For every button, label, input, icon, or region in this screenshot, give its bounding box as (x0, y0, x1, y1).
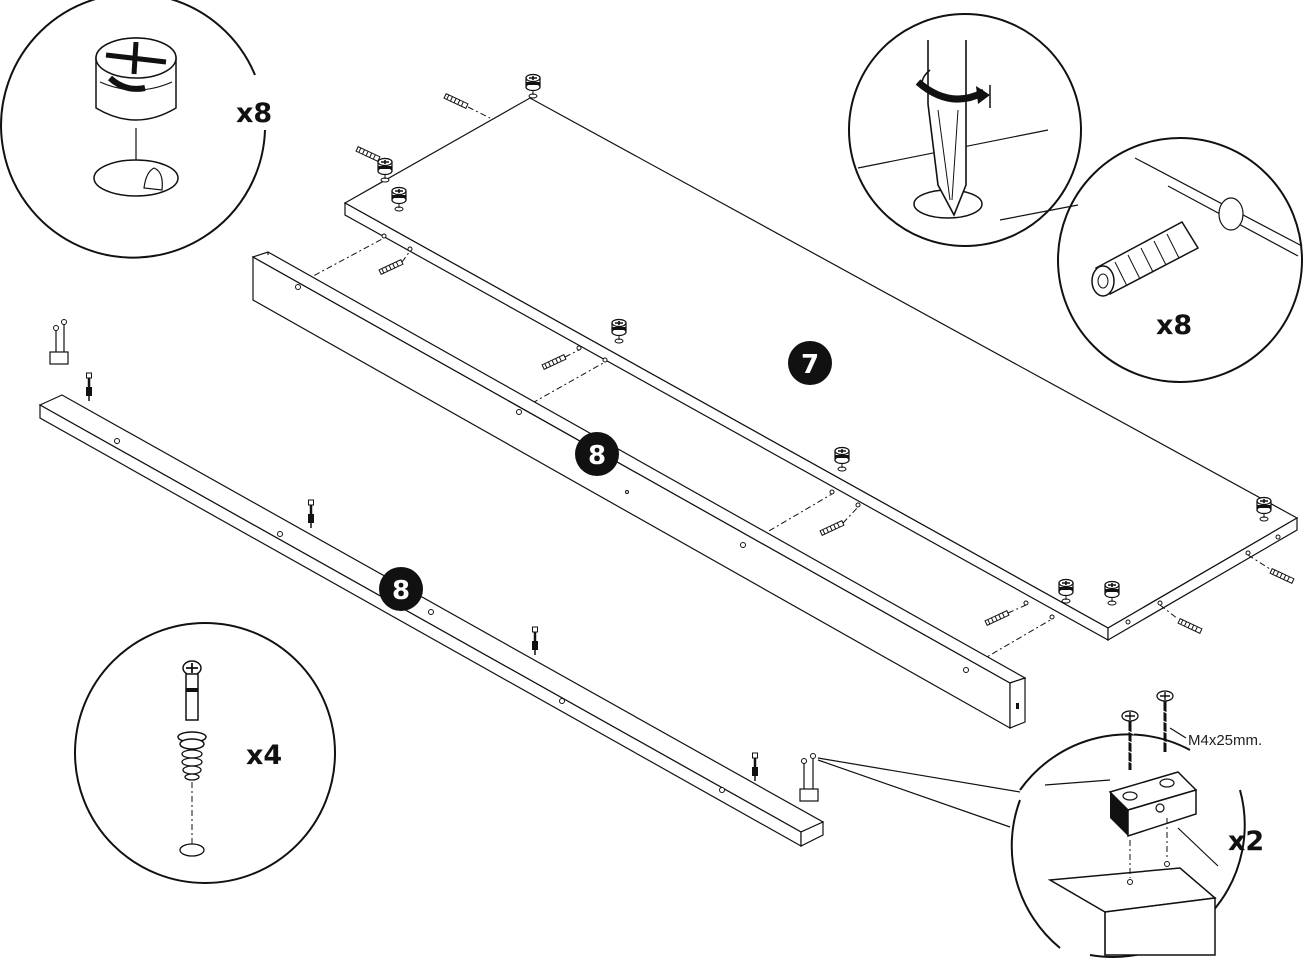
cam-bolt-icon (177, 660, 207, 857)
callout-cam-bolt: x4 (74, 622, 336, 884)
rail-upper (251, 251, 1027, 730)
corner-block-icon (1044, 690, 1219, 956)
step-number-rail-upper: 8 (588, 441, 606, 471)
step-number-top-panel: 7 (801, 350, 819, 380)
wood-dowel-icon (1091, 157, 1303, 297)
step-number-rail-lower: 8 (392, 576, 410, 606)
callout-cam-lock: x8 (0, 0, 272, 259)
bracket-quantity: x2 (1228, 826, 1264, 857)
step-badge-top-panel: 7 (788, 341, 832, 385)
cam-lock-quantity: x8 (236, 98, 272, 129)
callout-screwdriver (848, 13, 1082, 247)
callout-bracket: M4x25mm. x2 (1010, 690, 1264, 958)
step-badge-rail-upper: 8 (575, 432, 619, 476)
dowel-quantity: x8 (1156, 310, 1192, 341)
cam-lock-icon (93, 37, 179, 197)
step-badge-rail-lower: 8 (379, 567, 423, 611)
callout-dowel: x8 (1057, 137, 1303, 383)
cam-bolt-quantity: x4 (246, 740, 282, 771)
bracket-screw-spec: M4x25mm. (1188, 732, 1262, 749)
screwdriver-turn-icon (857, 40, 1079, 221)
rail-lower (38, 319, 825, 848)
